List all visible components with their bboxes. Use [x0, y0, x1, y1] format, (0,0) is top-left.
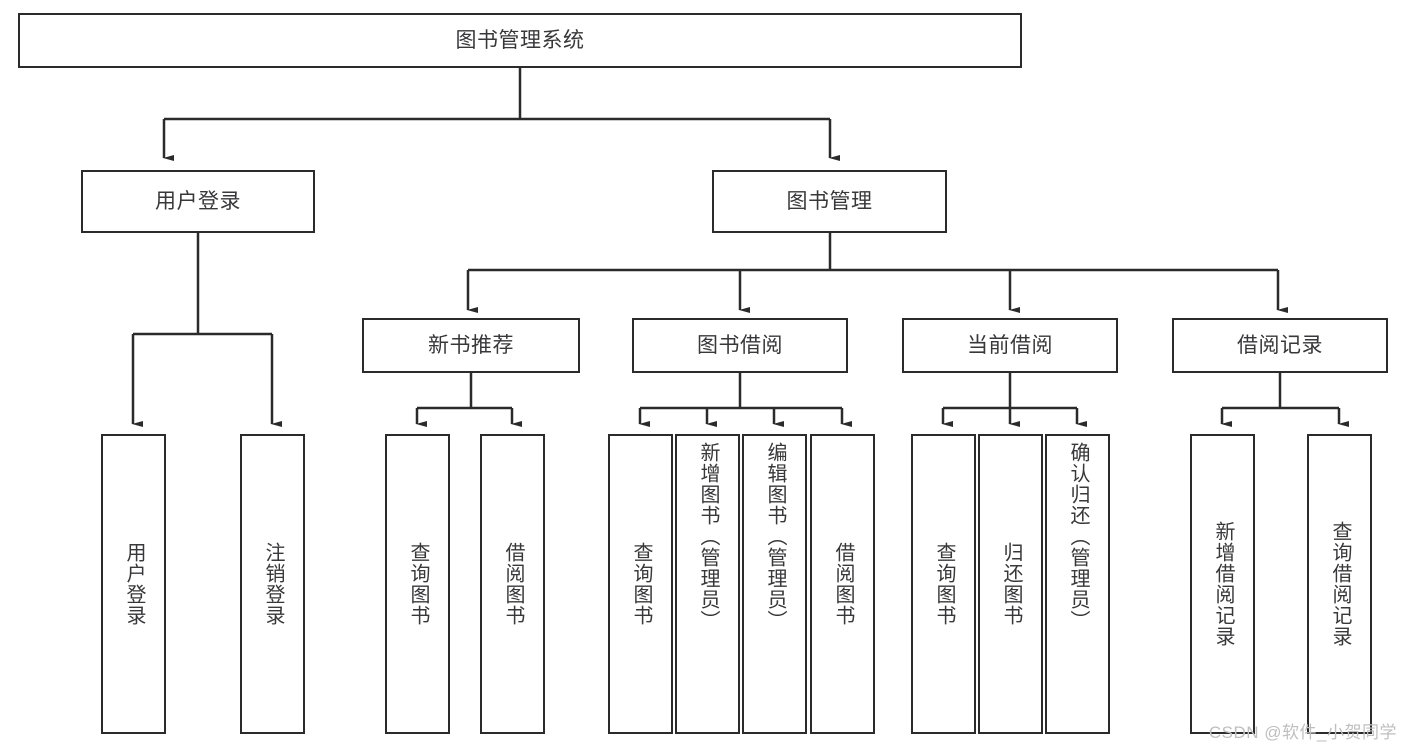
node-label: 归还图书	[1000, 542, 1022, 626]
node-label: 图书借阅	[697, 333, 783, 357]
node-root-book-management-system[interactable]: 图书管理系统	[18, 13, 1022, 68]
leaf-current-confirm-return-admin[interactable]: 确认归还（管理员）	[1045, 434, 1110, 734]
node-label: 注销登录	[262, 542, 284, 626]
node-label: 查询图书	[407, 542, 429, 626]
node-label: 新书推荐	[428, 333, 514, 357]
node-book-management[interactable]: 图书管理	[712, 170, 947, 233]
node-label: 用户登录	[123, 542, 145, 626]
node-label: 查询图书	[933, 542, 955, 626]
leaf-new-book-query[interactable]: 查询图书	[385, 434, 450, 734]
leaf-user-login-logout[interactable]: 注销登录	[240, 434, 305, 734]
leaf-current-return-book[interactable]: 归还图书	[978, 434, 1043, 734]
leaf-inner: 新增图书（管理员）	[677, 436, 738, 738]
leaf-inner: 借阅图书	[812, 436, 873, 732]
leaf-record-add-record[interactable]: 新增借阅记录	[1190, 434, 1255, 734]
leaf-borrow-query-book[interactable]: 查询图书	[608, 434, 673, 734]
node-label: 借阅图书	[502, 542, 524, 626]
node-label: 用户登录	[155, 189, 241, 213]
node-label: 编辑图书（管理员）	[764, 442, 786, 631]
node-label: 借阅记录	[1237, 333, 1323, 357]
leaf-record-query-record[interactable]: 查询借阅记录	[1307, 434, 1372, 734]
node-label: 查询图书	[630, 542, 652, 626]
leaf-user-login-login[interactable]: 用户登录	[101, 434, 166, 734]
leaf-inner: 借阅图书	[482, 436, 543, 732]
leaf-inner: 查询图书	[610, 436, 671, 732]
node-borrow-record[interactable]: 借阅记录	[1172, 318, 1388, 373]
node-label: 新增图书（管理员）	[697, 442, 719, 631]
leaf-inner: 编辑图书（管理员）	[744, 436, 805, 738]
node-label: 图书管理	[786, 189, 873, 213]
node-book-borrow[interactable]: 图书借阅	[632, 318, 848, 373]
node-label: 借阅图书	[832, 542, 854, 626]
leaf-inner: 查询图书	[387, 436, 448, 732]
leaf-inner: 查询图书	[913, 436, 974, 732]
node-user-login[interactable]: 用户登录	[81, 170, 315, 233]
node-label: 当前借阅	[967, 333, 1053, 357]
csdn-watermark: CSDN @软件_小贺同学	[1208, 723, 1397, 742]
node-label: 确认归还（管理员）	[1067, 442, 1089, 631]
leaf-inner: 注销登录	[242, 436, 303, 732]
leaf-inner: 新增借阅记录	[1192, 436, 1253, 732]
node-label: 图书管理系统	[455, 28, 585, 52]
node-label: 新增借阅记录	[1212, 521, 1234, 647]
leaf-borrow-add-book-admin[interactable]: 新增图书（管理员）	[675, 434, 740, 734]
leaf-borrow-borrow-book[interactable]: 借阅图书	[810, 434, 875, 734]
leaf-current-query-book[interactable]: 查询图书	[911, 434, 976, 734]
node-label: 查询借阅记录	[1329, 521, 1351, 647]
leaf-new-book-borrow[interactable]: 借阅图书	[480, 434, 545, 734]
node-current-borrow[interactable]: 当前借阅	[902, 318, 1118, 373]
leaf-inner: 查询借阅记录	[1309, 436, 1370, 732]
leaf-inner: 用户登录	[103, 436, 164, 732]
leaf-inner: 确认归还（管理员）	[1047, 436, 1108, 738]
leaf-inner: 归还图书	[980, 436, 1041, 732]
node-new-book-recommend[interactable]: 新书推荐	[362, 318, 580, 373]
leaf-borrow-edit-book-admin[interactable]: 编辑图书（管理员）	[742, 434, 807, 734]
